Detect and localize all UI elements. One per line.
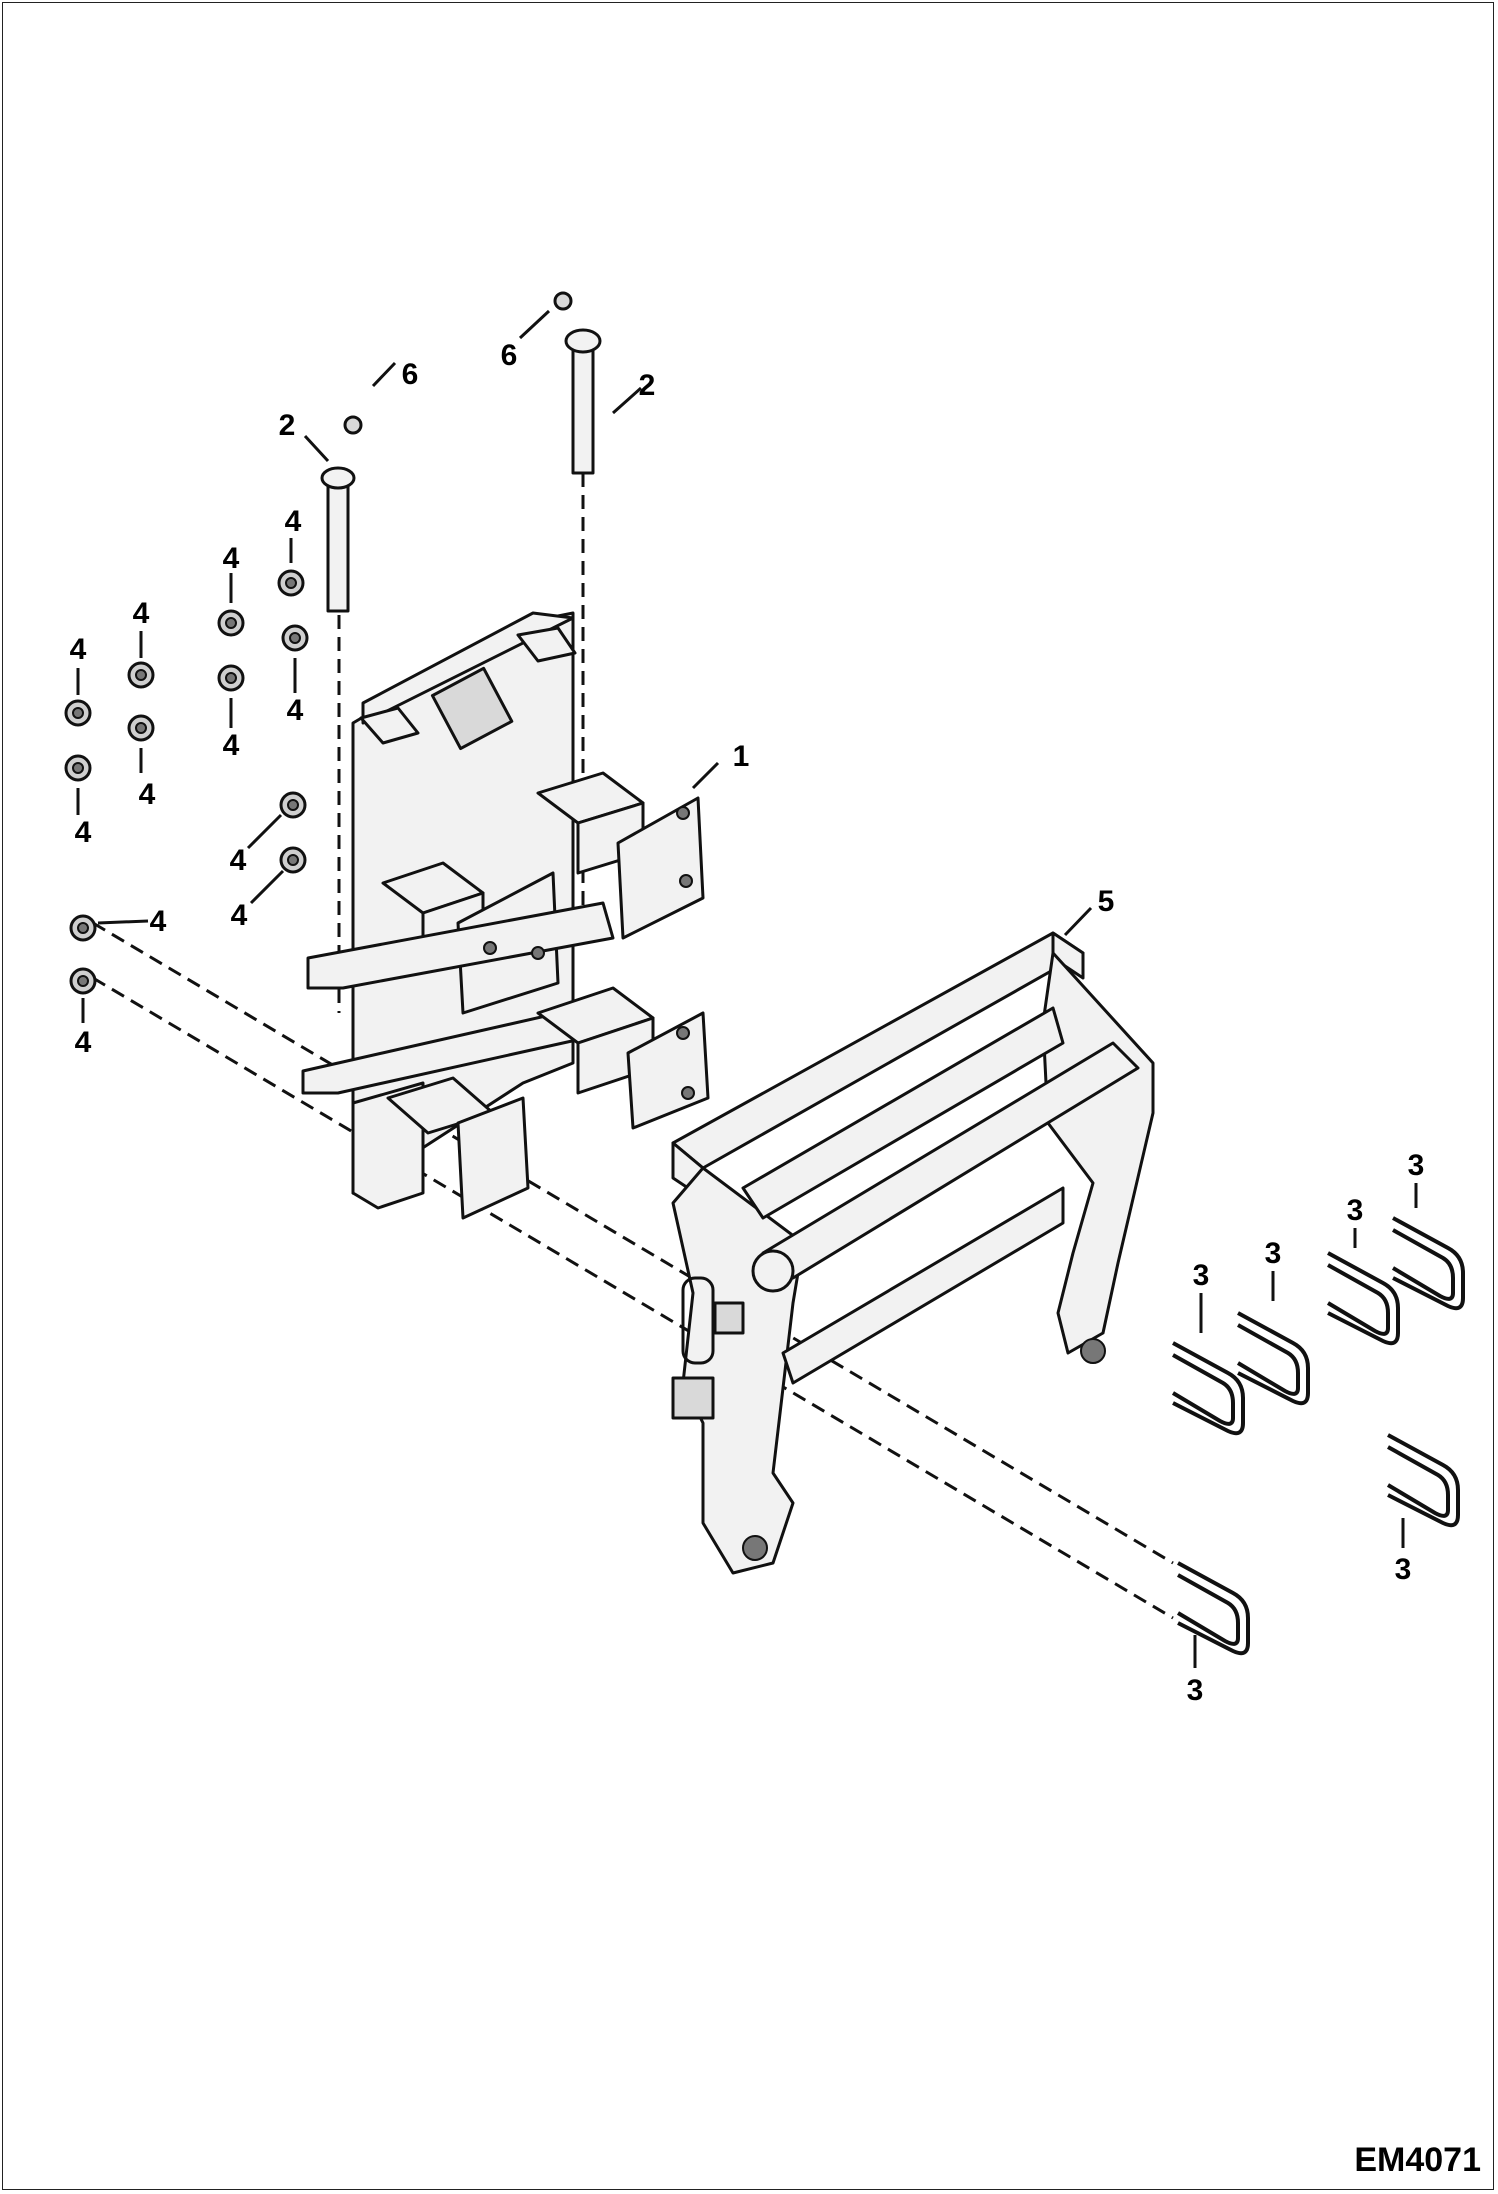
- callout-4-g: 4: [139, 778, 156, 811]
- u-bolt-3: [1236, 1311, 1310, 1406]
- callouts: 1 5 2 2 6 6 4 4 4 4 4 4 4 4 4 4 4 4 3 3 …: [70, 339, 1425, 1707]
- callout-2-right: 2: [639, 369, 656, 402]
- exploded-parts-diagram: 1 5 2 2 6 6 4 4 4 4 4 4 4 4 4 4 4 4 3 3 …: [64, 291, 1481, 2179]
- nut-4: [127, 661, 155, 689]
- figure-code: EM4071: [1354, 2141, 1481, 2179]
- pin-left: [320, 415, 363, 613]
- callout-1: 1: [733, 740, 750, 773]
- nuts: [64, 569, 309, 995]
- callout-4-b: 4: [223, 542, 240, 575]
- callout-4-k: 4: [150, 905, 167, 938]
- u-bolts: [1171, 1216, 1465, 1656]
- callout-4-a: 4: [285, 505, 302, 538]
- callout-3-a: 3: [1193, 1259, 1210, 1292]
- callout-2-left: 2: [279, 409, 296, 442]
- alignment-lines: [92, 473, 1174, 1620]
- callout-3-f: 3: [1187, 1674, 1204, 1707]
- nut-1: [277, 569, 305, 597]
- callout-3-d: 3: [1408, 1149, 1425, 1182]
- nut-3: [281, 624, 309, 652]
- mount-plate-assembly: [301, 611, 710, 1220]
- u-bolt-5: [1391, 1216, 1465, 1311]
- pin-right: [553, 291, 602, 475]
- callout-4-j: 4: [231, 899, 248, 932]
- u-bolt-6: [1386, 1433, 1460, 1528]
- nut-2: [217, 609, 245, 637]
- nut-5: [217, 664, 245, 692]
- callout-4-c: 4: [133, 597, 150, 630]
- nut-12: [69, 967, 97, 995]
- callout-3-e: 3: [1395, 1553, 1412, 1586]
- nut-9: [279, 791, 307, 819]
- callout-5: 5: [1098, 885, 1115, 918]
- nut-7: [127, 714, 155, 742]
- u-bolt-2: [1171, 1341, 1245, 1436]
- callout-6-right: 6: [501, 339, 518, 372]
- callout-4-i: 4: [230, 844, 247, 877]
- nut-10: [279, 846, 307, 874]
- callout-4-e: 4: [287, 694, 304, 727]
- u-bolt-1: [1176, 1561, 1250, 1656]
- callout-4-f: 4: [223, 729, 240, 762]
- leader-lines: [76, 309, 1418, 1668]
- callout-3-c: 3: [1347, 1194, 1364, 1227]
- callout-4-l: 4: [75, 1026, 92, 1059]
- u-bolt-4: [1326, 1251, 1400, 1346]
- callout-4-d: 4: [70, 633, 87, 666]
- nut-6: [64, 699, 92, 727]
- frame-assembly: [671, 931, 1155, 1575]
- nut-8: [64, 754, 92, 782]
- callout-6-left: 6: [402, 358, 419, 391]
- callout-4-h: 4: [75, 816, 92, 849]
- nut-11: [69, 914, 97, 942]
- callout-3-b: 3: [1265, 1237, 1282, 1270]
